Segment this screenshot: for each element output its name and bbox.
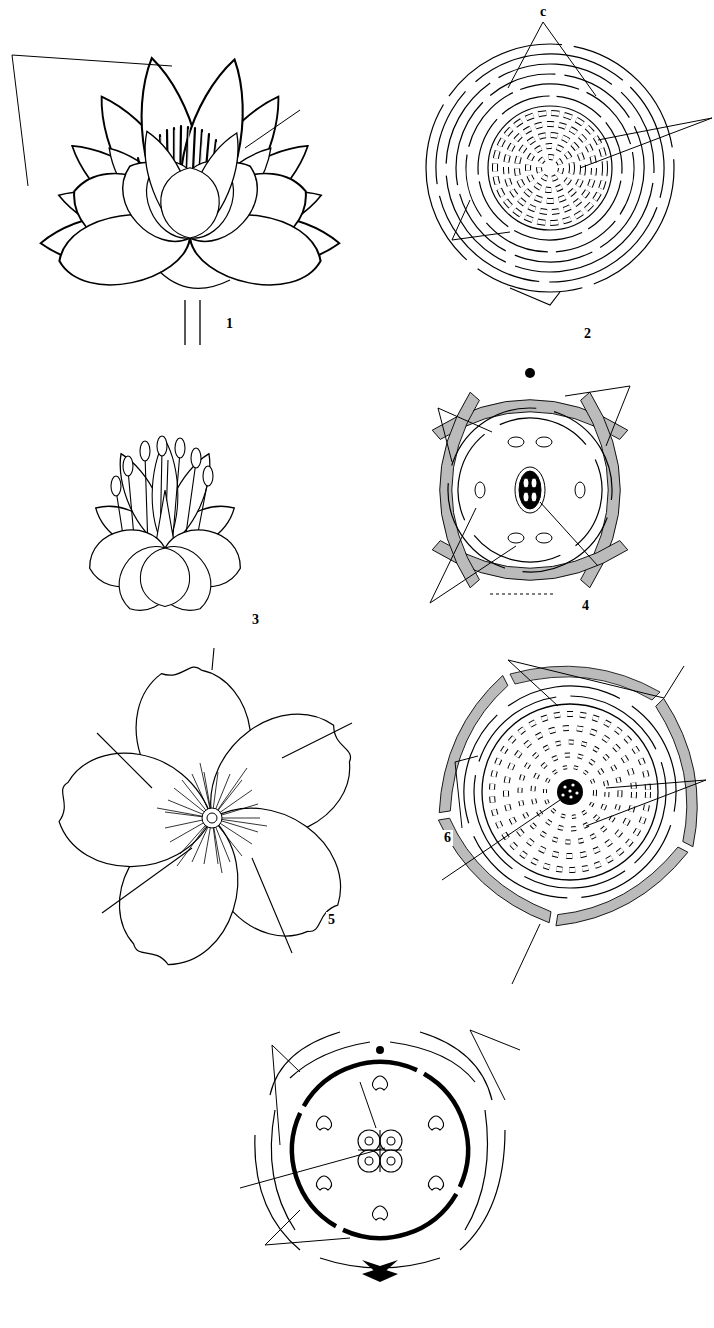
figure-number: 3 — [250, 612, 261, 628]
figure-number: 4 — [580, 598, 591, 614]
figure-number: 2 — [582, 326, 593, 342]
figure-number: c — [538, 4, 548, 20]
figure-number: 1 — [224, 316, 235, 332]
figure-number: 5 — [326, 912, 337, 928]
figure-number: 6 — [442, 830, 453, 846]
